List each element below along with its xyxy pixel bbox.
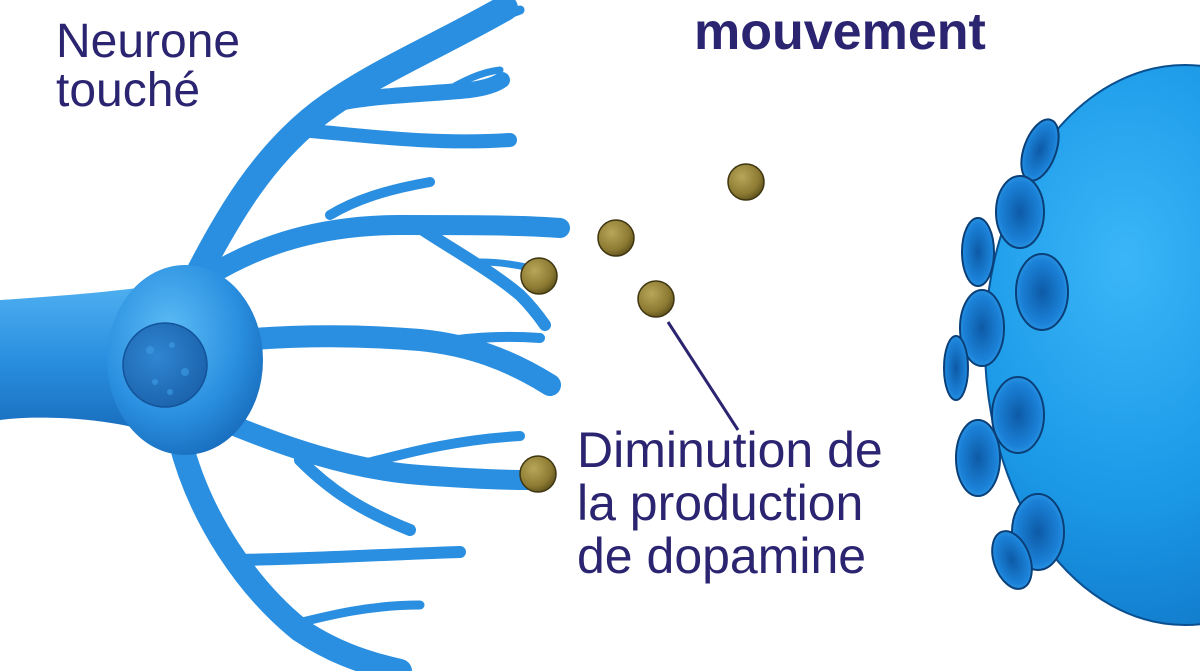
dendrite-mid-branch-b bbox=[414, 222, 551, 331]
receptor-site bbox=[959, 289, 1005, 367]
receptor-site bbox=[943, 335, 969, 401]
dendrite-bottom-trunk bbox=[168, 428, 412, 671]
dendrite-upper-branch-a bbox=[322, 72, 510, 113]
receptor-site bbox=[995, 175, 1045, 249]
dopamine-particle bbox=[727, 163, 765, 201]
dendrite-upper-twig-b bbox=[436, 66, 504, 99]
dopamine-particle bbox=[597, 219, 635, 257]
dendrite-lower-branch-a bbox=[355, 431, 525, 470]
receptor-site bbox=[991, 530, 1033, 590]
receptor-sites bbox=[943, 118, 1069, 590]
dendrite-lower-branch-b bbox=[294, 454, 416, 536]
dopamine-particle bbox=[520, 257, 558, 295]
dendrite-center-branch bbox=[425, 331, 545, 350]
dendrite-mid-branch-a bbox=[325, 177, 435, 220]
dopamine-decrease-label: Diminution de la production de dopamine bbox=[577, 422, 883, 584]
dopamine-particle bbox=[519, 455, 557, 493]
dopamine-particles bbox=[519, 163, 765, 493]
dopamine-particle bbox=[637, 280, 675, 318]
dendrite-lower-trunk bbox=[210, 410, 538, 490]
receptor-site bbox=[991, 376, 1045, 454]
dendrite-center-trunk bbox=[229, 325, 561, 396]
dendrite-bottom-branch-b bbox=[285, 600, 425, 630]
dendrite-mid-trunk bbox=[200, 215, 570, 285]
dendrite-bottom-branch-a bbox=[224, 546, 466, 566]
receptor-site bbox=[961, 217, 995, 287]
pointer-line bbox=[666, 321, 740, 431]
target-neuron bbox=[943, 64, 1200, 626]
dendrite-upper-twig-a bbox=[405, 5, 525, 60]
affected-neuron-label: Neurone touché bbox=[56, 15, 241, 117]
receptor-site bbox=[1015, 253, 1069, 331]
dendrite-branches bbox=[168, 0, 570, 671]
receptor-site bbox=[955, 419, 1001, 497]
movement-label: mouvement bbox=[694, 3, 986, 61]
affected-neuron bbox=[0, 0, 570, 671]
nucleus bbox=[122, 322, 208, 408]
dendrite-upper-branch-b bbox=[293, 123, 517, 149]
